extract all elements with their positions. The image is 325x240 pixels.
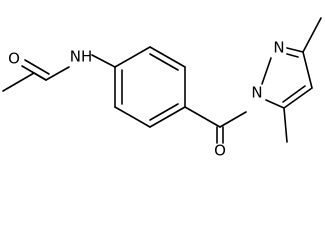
atom-label-layer: O NH O N N	[8, 39, 285, 160]
bond-pyrazole-c4-c5	[283, 87, 313, 109]
bond-nh-ring	[91, 54, 116, 68]
bond-pyrazole-n1-n2	[261, 57, 272, 85]
bond-pyrazole-n2-c3-inner	[286, 53, 299, 58]
bond-ring-ketone	[184, 106, 221, 128]
bond-pyrazole-c4-c5-inner	[282, 85, 306, 103]
bond-pyrazole-n2-c3	[286, 47, 304, 53]
bond-amide-carbonyl-double-a	[21, 65, 47, 81]
atom-amide-nitrogen: NH	[70, 48, 93, 66]
bond-pyrazole-c5-n1	[265, 99, 285, 109]
atom-amide-oxygen: O	[8, 50, 20, 68]
bond-ring-inner-double-2	[149, 103, 179, 121]
bond-amide-carbonyl-double-b	[24, 59, 50, 75]
bond-ring-c1-c2	[114, 46, 151, 68]
bond-ring-inner-double-1	[149, 53, 179, 71]
bond-pyrazole-c3-c4	[302, 51, 313, 89]
bond-carbonyl-nh	[45, 66, 70, 81]
molecule-structure-diagram: O NH O N N	[2, 17, 322, 160]
bond-methyl-c3	[302, 17, 322, 53]
bond-ring-c2-c3	[149, 46, 186, 68]
atom-ketone-oxygen: O	[214, 142, 226, 160]
bond-ketone-pyrazole-n1	[219, 111, 247, 128]
bond-ethyl-ch3-ch2	[2, 72, 35, 92]
atom-pyrazole-n1: N	[251, 84, 262, 102]
bond-ring-c5-c6	[114, 106, 151, 128]
atom-pyrazole-n2: N	[273, 39, 284, 57]
bond-layer	[2, 17, 322, 144]
bond-methyl-c5	[283, 107, 288, 143]
bond-ring-c4-c5	[149, 106, 186, 128]
